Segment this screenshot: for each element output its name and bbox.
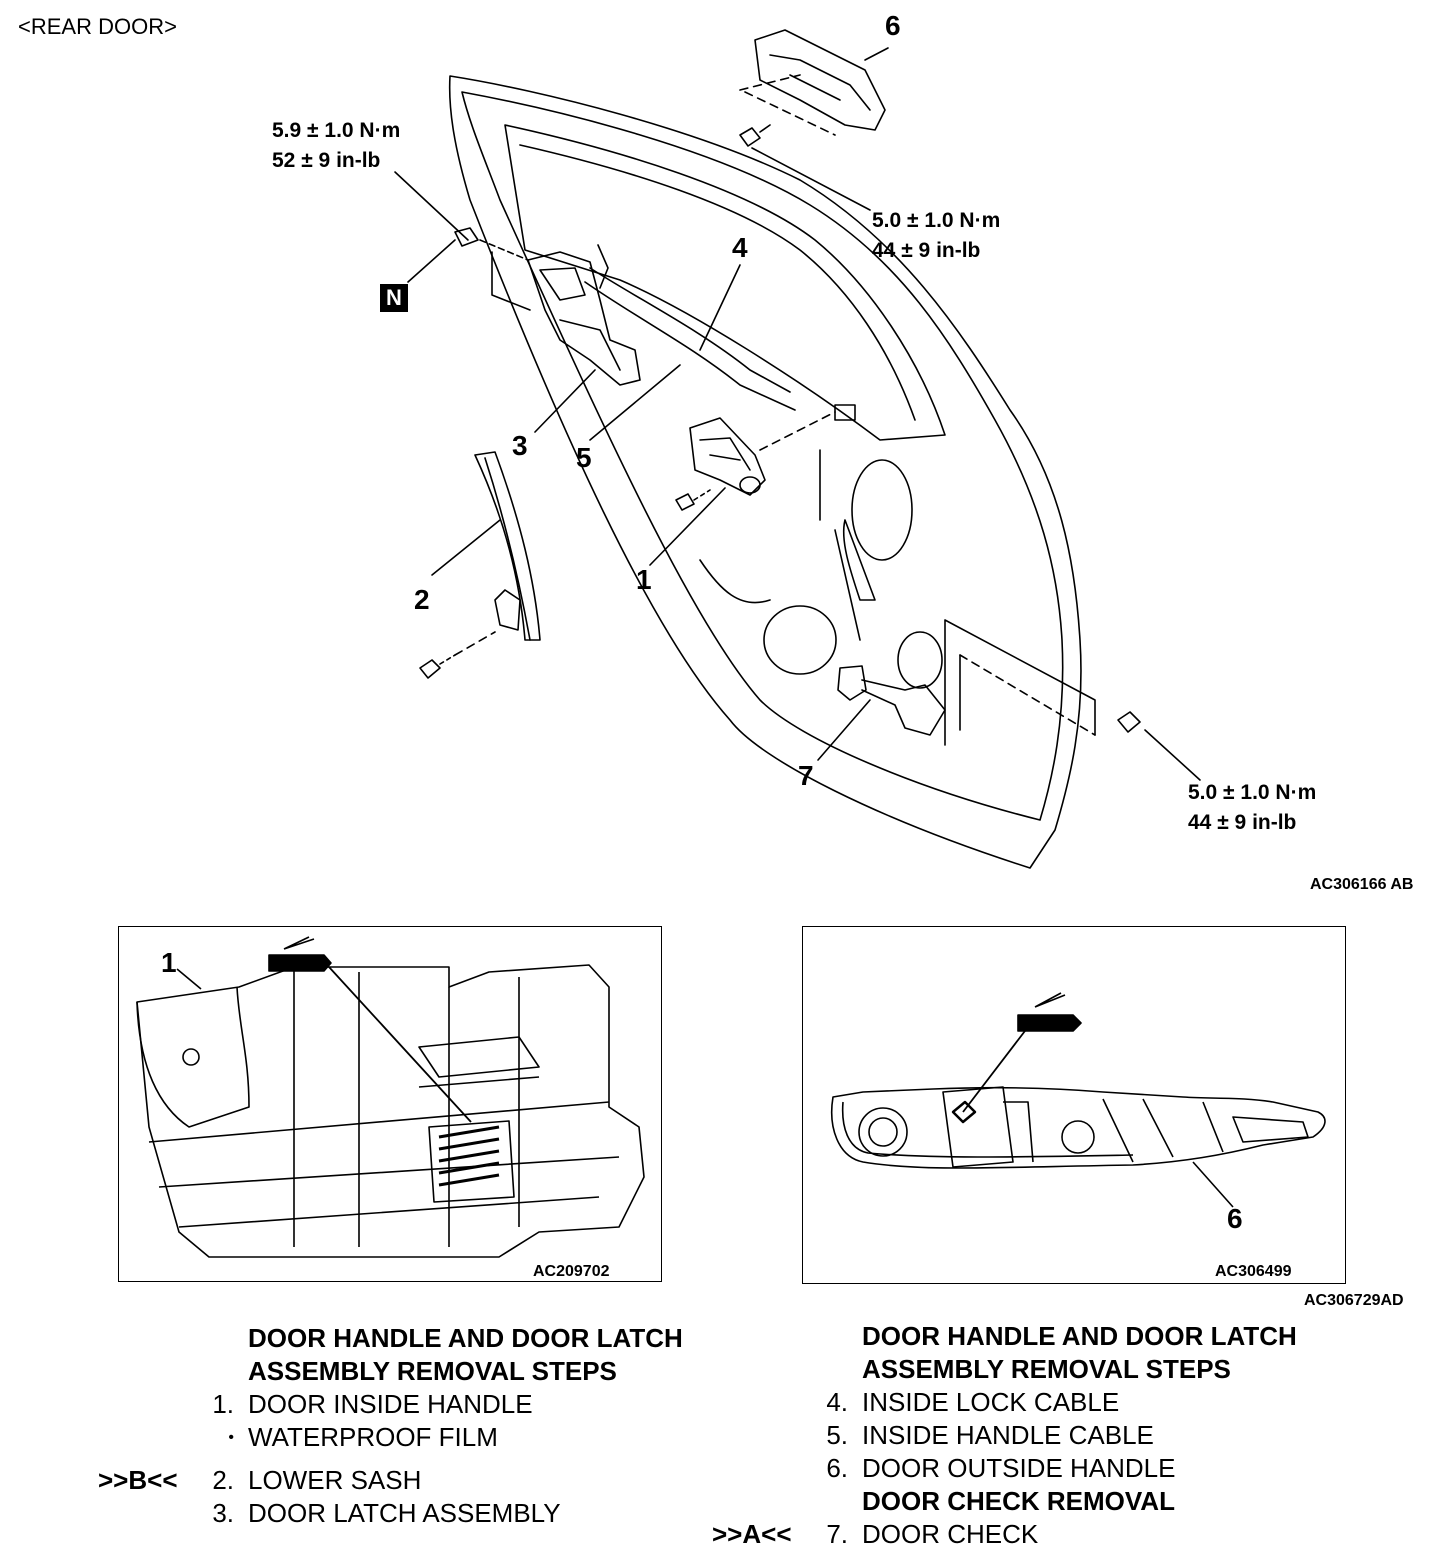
window-frame xyxy=(504,124,946,441)
torque-imperial: 52 ± 9 in-lb xyxy=(272,149,381,172)
step-item: • WATERPROOF FILM xyxy=(228,1421,683,1454)
step-number: 1. xyxy=(212,1389,234,1419)
screw xyxy=(675,493,695,511)
outside-handle-detail-drawing xyxy=(831,992,1326,1208)
leader-5 xyxy=(589,364,681,441)
leader-torque-2 xyxy=(751,147,871,211)
step-label: LOWER SASH xyxy=(248,1465,422,1495)
step-number: 6. xyxy=(826,1453,848,1483)
door-inner-outline xyxy=(461,91,1064,821)
leader-3 xyxy=(534,369,596,433)
step-item: 5. INSIDE HANDLE CABLE xyxy=(826,1419,1297,1452)
new-part-badge: N xyxy=(380,284,408,312)
step-label: WATERPROOF FILM xyxy=(248,1422,498,1452)
service-hole xyxy=(897,631,943,689)
leader-4 xyxy=(699,264,741,351)
torque-metric: 5.9 ± 1.0 N·m xyxy=(272,119,401,142)
service-hole xyxy=(763,605,837,675)
callout-6: 6 xyxy=(885,10,901,41)
bolt xyxy=(739,127,761,147)
door-latch-assembly xyxy=(527,251,641,386)
step-reference-mark: >>A<< xyxy=(712,1519,792,1549)
door-inside-handle xyxy=(689,417,766,496)
step-label: DOOR LATCH ASSEMBLY xyxy=(248,1498,561,1528)
leader-torque-1 xyxy=(394,171,469,241)
bolt xyxy=(1117,711,1141,733)
inside-handle-detail-drawing xyxy=(136,936,645,1258)
leader-1 xyxy=(649,487,726,566)
inset-callout-6: 6 xyxy=(1227,1203,1243,1234)
step-item: >>B<< 2. LOWER SASH xyxy=(98,1464,683,1497)
callout-5: 5 xyxy=(576,442,592,473)
service-hole xyxy=(851,459,913,561)
door-outside-handle xyxy=(754,29,886,131)
step-number: 3. xyxy=(212,1498,234,1528)
steps-title-line2: ASSEMBLY REMOVAL STEPS xyxy=(248,1356,617,1386)
inset-outside-handle: 6 AC306499 xyxy=(802,926,1346,1284)
steps-title-line1: DOOR HANDLE AND DOOR LATCH xyxy=(862,1321,1297,1351)
inset-code-left: AC209702 xyxy=(533,1263,610,1280)
step-number: 7. xyxy=(826,1519,848,1549)
removal-steps-left: DOOR HANDLE AND DOOR LATCH ASSEMBLY REMO… xyxy=(98,1322,683,1530)
steps-title-line1: DOOR HANDLE AND DOOR LATCH xyxy=(248,1323,683,1353)
inside-handle-cable xyxy=(584,281,796,411)
step-reference-mark: >>B<< xyxy=(98,1465,178,1495)
callout-2: 2 xyxy=(414,584,430,615)
step-label: INSIDE LOCK CABLE xyxy=(862,1387,1120,1417)
torque-spec-door-check: 5.0 ± 1.0 N·m 44 ± 9 in-lb xyxy=(1188,778,1316,838)
figure-code: AC306166 AB xyxy=(1310,876,1414,893)
step-label: DOOR OUTSIDE HANDLE xyxy=(862,1453,1176,1483)
torque-spec-latch: 5.9 ± 1.0 N·m 52 ± 9 in-lb xyxy=(272,116,400,176)
steps-title-line2: ASSEMBLY REMOVAL STEPS xyxy=(862,1354,1231,1384)
step-number: 2. xyxy=(212,1465,234,1495)
steps-subtitle: DOOR CHECK REMOVAL xyxy=(862,1486,1175,1516)
inset-group-code: AC306729AD xyxy=(1304,1292,1404,1309)
leader-7 xyxy=(817,699,871,761)
step-number: 5. xyxy=(826,1420,848,1450)
torque-metric: 5.0 ± 1.0 N·m xyxy=(872,209,1001,232)
removal-steps-right: DOOR HANDLE AND DOOR LATCH ASSEMBLY REMO… xyxy=(712,1320,1297,1551)
leader-torque-3 xyxy=(1144,729,1201,781)
torque-spec-outside-handle: 5.0 ± 1.0 N·m 44 ± 9 in-lb xyxy=(872,206,1000,266)
callout-7: 7 xyxy=(798,760,814,791)
inside-lock-cable xyxy=(589,267,791,393)
torque-imperial: 44 ± 9 in-lb xyxy=(1188,811,1297,834)
door-check xyxy=(837,665,867,701)
screw xyxy=(454,227,479,247)
step-item: >>A<< 7. DOOR CHECK xyxy=(712,1518,1297,1551)
leader-6 xyxy=(864,47,889,61)
inset-code-right: AC306499 xyxy=(1215,1263,1292,1280)
callout-3: 3 xyxy=(512,430,528,461)
torque-imperial: 44 ± 9 in-lb xyxy=(872,239,981,262)
bolt xyxy=(419,659,441,679)
step-label: DOOR CHECK xyxy=(862,1519,1039,1549)
inset-inside-handle: 1 AC209702 xyxy=(118,926,662,1282)
lower-sash xyxy=(474,451,541,641)
step-item: 4. INSIDE LOCK CABLE xyxy=(826,1386,1297,1419)
inset-callout-1: 1 xyxy=(161,947,177,978)
torque-metric: 5.0 ± 1.0 N·m xyxy=(1188,781,1317,804)
step-bullet: • xyxy=(228,1429,234,1446)
callout-1: 1 xyxy=(636,564,652,595)
step-item: 1. DOOR INSIDE HANDLE xyxy=(212,1388,683,1421)
step-item: 6. DOOR OUTSIDE HANDLE xyxy=(826,1452,1297,1485)
step-number: 4. xyxy=(826,1387,848,1417)
step-item: 3. DOOR LATCH ASSEMBLY xyxy=(212,1497,683,1530)
step-label: DOOR INSIDE HANDLE xyxy=(248,1389,533,1419)
callout-4: 4 xyxy=(732,232,748,263)
page-title: <REAR DOOR> xyxy=(18,14,177,39)
step-label: INSIDE HANDLE CABLE xyxy=(862,1420,1154,1450)
door-panel-outline xyxy=(448,75,1082,869)
leader-n xyxy=(407,239,456,283)
leader-2 xyxy=(431,519,501,576)
